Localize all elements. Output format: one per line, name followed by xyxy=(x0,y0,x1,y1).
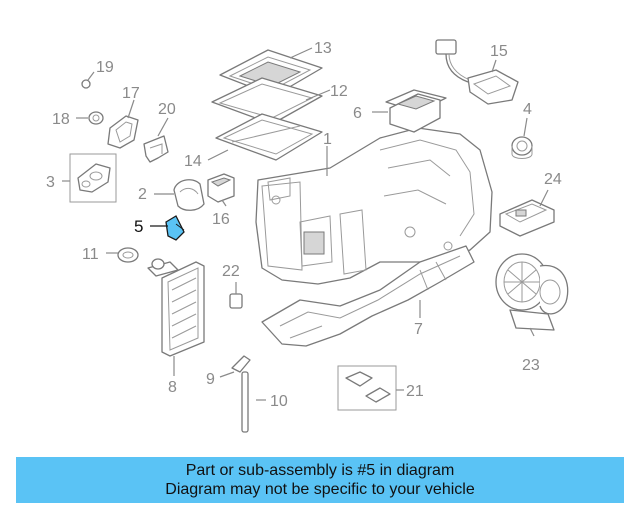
callout-6: 6 xyxy=(353,105,362,122)
callout-2: 2 xyxy=(138,186,147,203)
part-5-highlighted[interactable] xyxy=(165,215,185,241)
callout-11: 11 xyxy=(82,246,99,263)
part-15-wire-harness[interactable] xyxy=(435,39,519,105)
callout-23: 23 xyxy=(522,357,540,374)
part-13-filter-frame[interactable] xyxy=(219,49,323,97)
callout-16: 16 xyxy=(212,211,230,228)
parts-diagram: 1 2 3 4 5 6 7 8 9 10 11 12 13 14 15 16 1… xyxy=(46,39,569,433)
part-23-blower-motor[interactable] xyxy=(495,253,569,331)
callout-8: 8 xyxy=(168,379,177,396)
part-17-filter-door[interactable] xyxy=(107,115,139,149)
callout-24: 24 xyxy=(544,171,562,188)
part-10-rod[interactable] xyxy=(241,371,249,433)
part-8-heater-core[interactable] xyxy=(147,258,205,357)
callout-18: 18 xyxy=(52,111,70,128)
part-6-duct-flange[interactable] xyxy=(385,89,447,133)
callout-9: 9 xyxy=(206,371,215,388)
callout-17: 17 xyxy=(122,85,140,102)
callout-19: 19 xyxy=(96,59,114,76)
part-24-actuator[interactable] xyxy=(499,199,555,237)
part-1-hvac-case[interactable] xyxy=(255,127,493,285)
part-16-sensor[interactable] xyxy=(207,173,235,203)
banner-line-2: Diagram may not be specific to your vehi… xyxy=(165,481,475,498)
callout-10: 10 xyxy=(270,393,288,410)
callout-4: 4 xyxy=(523,101,532,118)
part-11-gasket[interactable] xyxy=(117,247,139,263)
banner-line-1: Part or sub-assembly is #5 in diagram xyxy=(185,462,455,479)
part-19-clip[interactable] xyxy=(81,71,95,89)
part-22-sensor[interactable] xyxy=(229,282,243,309)
callout-1: 1 xyxy=(323,131,332,148)
callout-3: 3 xyxy=(46,174,55,191)
part-3-actuator-kit[interactable] xyxy=(69,153,117,203)
info-banner: Part or sub-assembly is #5 in diagram Di… xyxy=(16,457,624,503)
callout-7: 7 xyxy=(414,321,423,338)
part-18-ring[interactable] xyxy=(88,111,104,125)
part-20-bracket[interactable] xyxy=(143,135,169,163)
leader-lines xyxy=(62,47,549,401)
callout-15: 15 xyxy=(490,43,508,60)
part-9-clip[interactable] xyxy=(231,355,251,373)
callout-20: 20 xyxy=(158,101,176,118)
part-14-lower-filter[interactable] xyxy=(215,113,323,161)
part-2-actuator[interactable] xyxy=(173,179,205,211)
part-7-floor-duct[interactable] xyxy=(261,245,475,347)
part-4-grommet[interactable] xyxy=(511,136,533,159)
callout-12: 12 xyxy=(330,83,348,100)
callout-14: 14 xyxy=(184,153,202,170)
part-21-sensor-kit[interactable] xyxy=(337,365,397,411)
callout-5-highlighted: 5 xyxy=(134,217,143,236)
callout-13: 13 xyxy=(314,40,332,57)
callout-22: 22 xyxy=(222,263,240,280)
callout-21: 21 xyxy=(406,383,424,400)
callout-labels: 1 2 3 4 5 6 7 8 9 10 11 12 13 14 15 16 1… xyxy=(46,40,562,410)
